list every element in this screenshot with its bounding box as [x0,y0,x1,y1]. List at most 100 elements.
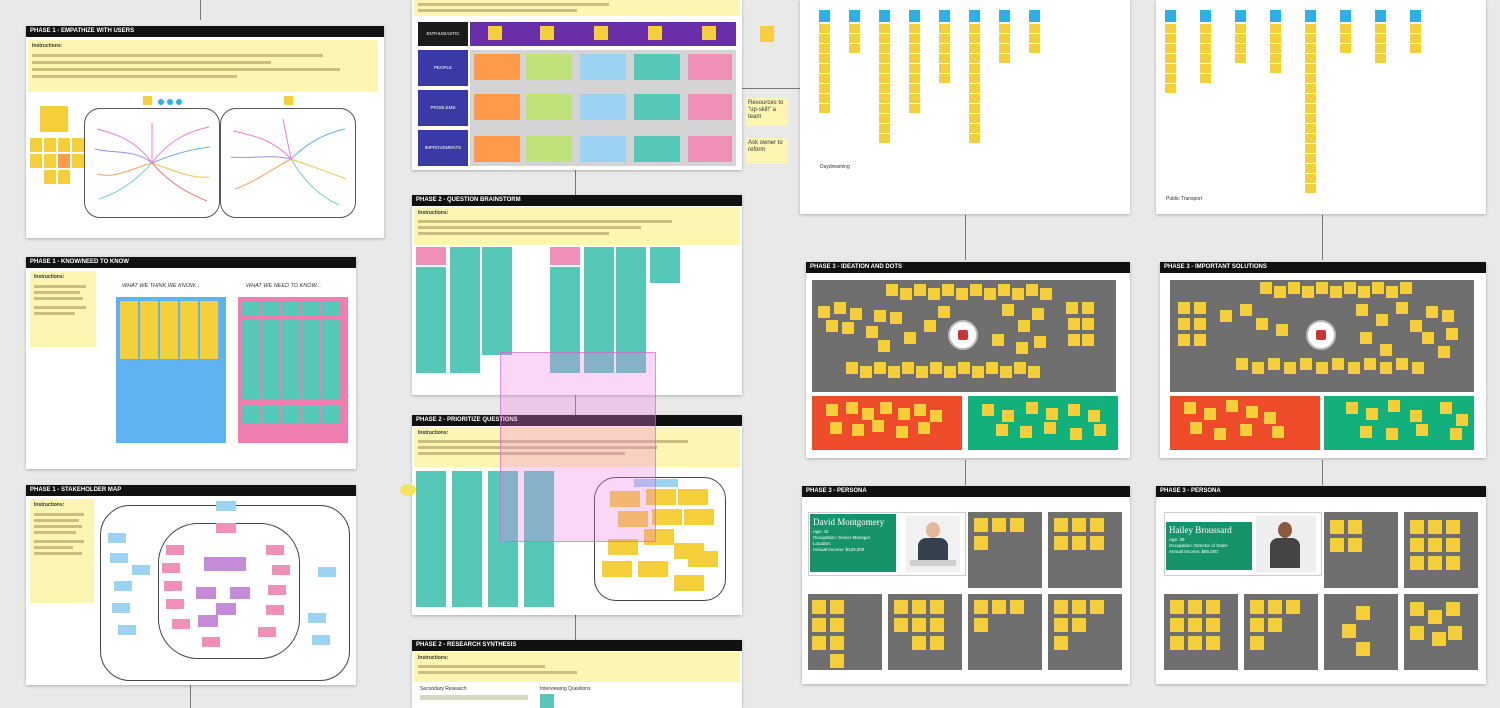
sticky-note[interactable] [1268,358,1280,370]
sticky-note[interactable] [200,301,218,359]
sticky-note[interactable] [1226,400,1238,412]
sticky-note[interactable] [308,613,326,623]
sticky-note[interactable] [262,301,280,315]
sticky-note[interactable] [1088,410,1100,422]
sticky-note[interactable] [30,138,42,152]
sticky-note[interactable] [1214,428,1226,440]
sticky-note[interactable] [886,284,898,296]
sticky-note[interactable] [1194,302,1206,314]
sticky-note[interactable] [1264,412,1276,424]
sticky-note[interactable] [526,136,572,162]
sticky-note[interactable] [842,322,854,334]
sticky-note[interactable] [1082,318,1094,330]
sticky-note[interactable] [634,94,680,120]
sticky-note[interactable] [1276,324,1288,336]
sticky-note[interactable] [1358,286,1370,298]
sticky-note[interactable] [830,636,844,650]
sticky-note[interactable] [216,501,236,511]
sticky-note[interactable] [242,405,260,423]
sticky-note[interactable] [318,567,336,577]
sticky-note[interactable] [526,94,572,120]
sticky-note[interactable] [110,553,128,563]
vote-chart-board[interactable]: Public Transport [1156,0,1486,214]
sticky-note[interactable] [1014,362,1026,374]
sticky-note[interactable] [202,637,220,647]
sticky-note[interactable] [904,332,916,344]
sticky-note[interactable] [302,405,320,423]
sticky-note[interactable] [1364,358,1376,370]
sticky-note[interactable] [488,471,518,607]
sticky-note[interactable] [1356,606,1370,620]
sticky-note[interactable] [688,551,718,567]
sticky-note[interactable] [1072,600,1086,614]
sticky-note[interactable] [638,561,668,577]
sticky-note[interactable] [1204,408,1216,420]
sticky-note[interactable] [1026,402,1038,414]
sticky-note[interactable] [526,54,572,80]
sticky-note[interactable] [216,523,236,533]
sticky-note[interactable] [198,615,218,627]
sticky-note[interactable] [688,94,732,120]
sticky-note[interactable] [830,618,844,632]
sticky-note[interactable] [1268,600,1282,614]
sticky-note[interactable] [818,306,830,318]
sticky-note[interactable] [912,600,926,614]
sticky-note[interactable] [918,422,930,434]
floating-note[interactable]: Resources to "up-skill" a team [746,98,788,126]
sticky-note[interactable] [1316,282,1328,294]
sticky-note[interactable] [1412,362,1424,374]
sticky-note[interactable] [992,518,1006,532]
sticky-note[interactable] [846,402,858,414]
sticky-note[interactable] [262,405,280,423]
sticky-note[interactable] [1020,426,1032,438]
sticky-note[interactable] [1072,518,1086,532]
sticky-note[interactable] [1410,410,1422,422]
sticky-note[interactable] [1410,556,1424,570]
sticky-note[interactable] [160,301,178,359]
target-icon[interactable] [1306,320,1336,350]
persona-board[interactable]: PHASE 3 - PERSONA David Montgomery Age: … [802,486,1130,684]
sticky-note[interactable] [1018,320,1030,332]
sticky-note[interactable] [894,600,908,614]
sticky-note[interactable] [1316,362,1328,374]
prioritize-questions-board[interactable]: PHASE 2 - PRIORITIZE QUESTIONS Instructi… [412,415,742,615]
sticky-note[interactable] [646,489,676,505]
sticky-note[interactable] [1330,286,1342,298]
sticky-note[interactable] [1348,520,1362,534]
sticky-note[interactable] [930,618,944,632]
sticky-note[interactable] [678,489,708,505]
sticky-note[interactable] [1046,408,1058,420]
sticky-note[interactable] [1170,636,1184,650]
sticky-note[interactable] [1068,404,1080,416]
sticky-note[interactable] [1250,636,1264,650]
sticky-note[interactable] [1428,520,1442,534]
sticky-note[interactable] [164,581,182,591]
sticky-note[interactable] [634,136,680,162]
sticky-note[interactable] [268,585,286,595]
sticky-note[interactable] [1348,362,1360,374]
sticky-note[interactable] [878,340,890,352]
sticky-note[interactable] [648,26,662,40]
sticky-note[interactable] [830,422,842,434]
sticky-note[interactable] [40,106,68,132]
sticky-note[interactable] [258,627,276,637]
sticky-note[interactable] [830,654,844,668]
floating-note[interactable]: Ask owner to reform [746,138,788,164]
sticky-note[interactable] [1422,332,1434,344]
sticky-note[interactable] [180,301,198,359]
vote-chart-board[interactable]: Daydreaming [800,0,1130,214]
sticky-note[interactable] [282,319,300,399]
sticky-note[interactable] [58,138,70,152]
sticky-note[interactable] [1330,538,1344,552]
sticky-note[interactable] [1068,318,1080,330]
sticky-note[interactable] [1090,518,1104,532]
sticky-note[interactable] [826,320,838,332]
sticky-note[interactable] [1372,282,1384,294]
sticky-note[interactable] [550,247,580,265]
sticky-note[interactable] [452,471,482,607]
sticky-note[interactable] [872,420,884,432]
sticky-note[interactable] [1416,424,1428,436]
sticky-note[interactable] [1380,344,1392,356]
sticky-note[interactable] [928,288,940,300]
sticky-note[interactable] [72,154,84,168]
